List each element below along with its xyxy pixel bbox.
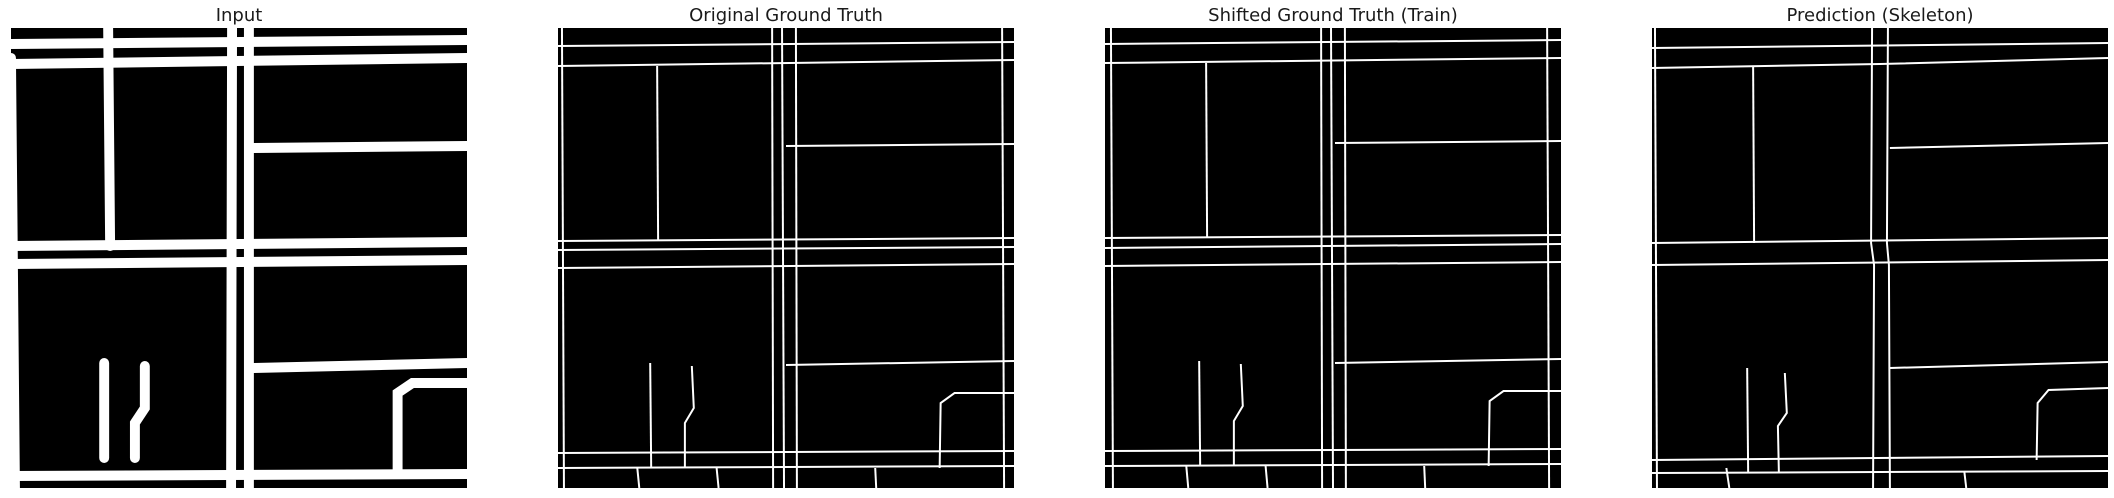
panel-title: Shifted Ground Truth (Train) (1208, 5, 1458, 26)
prediction-skeleton-image (1652, 28, 2108, 488)
panel-shifted-ground-truth: Shifted Ground Truth (Train) (1103, 0, 1563, 498)
shifted-ground-truth-image (1105, 28, 1561, 488)
panel-input: Input (9, 0, 469, 498)
original-ground-truth-image (558, 28, 1014, 488)
panel-prediction-skeleton: Prediction (Skeleton) (1650, 0, 2110, 498)
panel-title: Original Ground Truth (689, 5, 883, 26)
panel-title: Prediction (Skeleton) (1786, 5, 1974, 26)
panel-title: Input (215, 5, 263, 26)
input-image (11, 28, 467, 488)
panel-original-ground-truth: Original Ground Truth (556, 0, 1016, 498)
